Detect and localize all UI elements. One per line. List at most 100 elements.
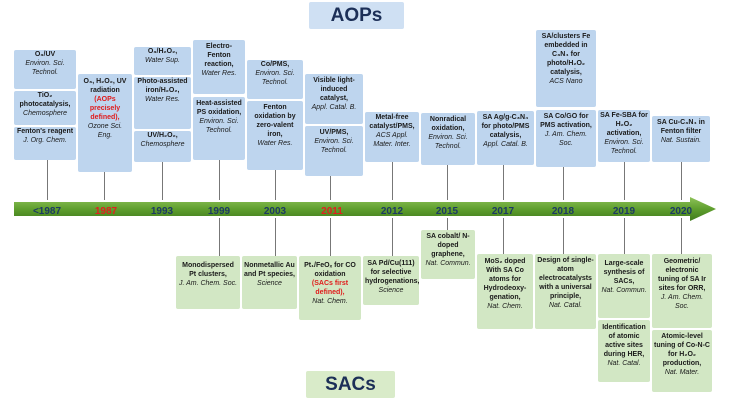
event-journal: Appl. Catal. B.: [483, 140, 528, 148]
event-journal: Environ. Sci. Technol.: [199, 117, 239, 134]
event-title: Fenton's reagent: [16, 128, 74, 135]
sac-event-box: Nonmetallic Au and Pt species, Science: [242, 256, 297, 309]
event-journal: J. Am. Chem. Soc.: [660, 293, 704, 310]
aop-event-box: Fenton oxidation by zero-valent iron, Wa…: [247, 101, 303, 170]
aop-event-box: UV/PMS, Environ. Sci. Technol.: [305, 126, 363, 176]
event-title: Atomic-level tuning of Co-N-C for H₂O₂ p…: [654, 333, 710, 367]
aop-event-box: Photo-assisted iron/H₂O₂, Water Res.: [134, 77, 191, 129]
connector-line: [219, 160, 220, 200]
aop-event-box: Nonradical oxidation, Environ. Sci. Tech…: [421, 113, 475, 165]
event-title: Nonmetallic Au and Pt species,: [244, 262, 295, 278]
aop-event-box: SA/clusters Fe embedded in C₃N₄ for phot…: [536, 30, 596, 107]
event-title: O₃/H₂O₂,: [147, 48, 178, 55]
event-title: Monodispersed Pt clusters,: [182, 262, 234, 278]
event-title: SA Fe-SBA for H₂O₂ activation,: [600, 112, 648, 137]
sac-event-box: MoS₂ doped With SA Co atoms for Hydrodeo…: [477, 254, 533, 329]
event-title: Geometric/ electronic tuning of SA Ir si…: [658, 258, 706, 292]
connector-line: [275, 218, 276, 256]
connector-line: [447, 165, 448, 200]
connector-line: [330, 176, 331, 200]
connector-line: [624, 218, 625, 254]
aop-event-box: Electro-Fenton reaction, Water Res.: [193, 40, 245, 94]
sac-event-box: Geometric/ electronic tuning of SA Ir si…: [652, 254, 712, 328]
event-journal: Nat. Chem.: [487, 302, 523, 310]
event-journal: Nat. Chem.: [312, 297, 348, 305]
aop-event-box: Metal-free catalyst/PMS, ACS Appl. Mater…: [365, 112, 419, 162]
event-journal: J. Org. Chem.: [23, 136, 67, 144]
connector-line: [503, 218, 504, 254]
connector-line: [392, 218, 393, 256]
year-label: 2015: [435, 206, 459, 217]
event-journal: Nat. Catal.: [607, 359, 641, 367]
event-journal: Science: [257, 279, 282, 287]
event-journal: Water Res.: [145, 95, 180, 103]
event-journal: Environ. Sci. Technol.: [255, 69, 295, 86]
sac-event-box: Pt₁/FeOₓ for CO oxidation (SACs first de…: [299, 256, 361, 320]
event-title: Large-scale synthesis of SACs,: [603, 260, 645, 285]
event-journal: Appl. Catal. B.: [311, 103, 357, 111]
connector-line: [104, 172, 105, 200]
event-journal: Nat. Catal.: [548, 301, 583, 309]
sac-event-box: Large-scale synthesis of SACs, Nat. Comm…: [598, 254, 650, 318]
sac-event-box: Design of single-atom electrocatalysts w…: [535, 254, 596, 329]
year-label: 2018: [551, 206, 575, 217]
aop-event-box: SA Fe-SBA for H₂O₂ activation, Environ. …: [598, 110, 650, 162]
timeline-arrow: [14, 197, 716, 221]
year-label: 1993: [150, 206, 174, 217]
connector-line: [275, 170, 276, 200]
connector-line: [681, 218, 682, 254]
aop-event-box: UV/H₂O₂, Chemosphere: [134, 131, 191, 162]
event-title: Pt₁/FeOₓ for CO oxidation: [304, 262, 356, 278]
sacs-header: SACs: [306, 371, 395, 398]
aops-header: AOPs: [309, 2, 404, 29]
event-title: Co/PMS,: [260, 61, 290, 68]
connector-line: [503, 165, 504, 200]
connector-line: [330, 218, 331, 256]
event-journal: Nat. Commun.: [601, 286, 647, 294]
year-label: 2012: [380, 206, 404, 217]
aop-event-box: O₃, H₂O₂, UV radiation (AOPs precisely d…: [78, 74, 132, 172]
event-journal: Environ. Sci. Technol.: [25, 59, 65, 76]
event-journal: J. Am. Chem. Soc.: [178, 279, 238, 287]
event-title: Fenton oxidation by zero-valent iron,: [254, 104, 296, 138]
event-note: (AOPs precisely defined),: [89, 95, 121, 121]
year-label: 2003: [263, 206, 287, 217]
event-title: MoS₂ doped With SA Co atoms for Hydrodeo…: [483, 258, 527, 301]
year-label-highlight: 1987: [94, 206, 118, 217]
event-note: (SACs first defined),: [311, 279, 349, 296]
connector-line: [47, 160, 48, 200]
year-label: <1987: [32, 206, 62, 217]
event-journal: Environ. Sci. Technol.: [604, 138, 644, 155]
year-label: 2017: [491, 206, 515, 217]
event-title: UV/PMS,: [319, 129, 349, 136]
event-title: Design of single-atom electrocatalysts w…: [537, 257, 594, 300]
sac-event-box: Monodispersed Pt clusters, J. Am. Chem. …: [176, 256, 240, 309]
sac-event-box: SA cobalt/ N-doped graphene, Nat. Commun…: [421, 230, 475, 279]
connector-line: [447, 218, 448, 230]
event-journal: J. Am. Chem. Soc.: [544, 130, 588, 147]
event-journal: Water Res.: [257, 139, 293, 147]
event-title: Metal-free catalyst/PMS,: [369, 114, 415, 130]
event-title: Identification of atomic active sites du…: [602, 324, 646, 358]
aop-event-box: SA Co/GO for PMS activation, J. Am. Chem…: [536, 110, 596, 167]
sac-event-box: Atomic-level tuning of Co-N-C for H₂O₂ p…: [652, 330, 712, 392]
year-label: 2019: [612, 206, 636, 217]
aop-event-box: TiO₂ photocatalysis, Chemosphere: [14, 91, 76, 125]
event-title: SA/clusters Fe embedded in C₃N₄ for phot…: [541, 33, 591, 76]
event-journal: Water Sup.: [145, 56, 180, 64]
year-label: 1999: [207, 206, 231, 217]
event-journal: Nat. Mater.: [664, 368, 700, 376]
event-title: O₃, H₂O₂, UV radiation: [83, 78, 127, 94]
connector-line: [392, 162, 393, 200]
aop-event-box: Fenton's reagent J. Org. Chem.: [14, 127, 76, 160]
event-title: Electro-Fenton reaction,: [204, 43, 234, 68]
event-journal: Water Res.: [201, 69, 237, 77]
aop-event-box: O₃/UV Environ. Sci. Technol.: [14, 50, 76, 89]
aop-event-box: Heat-assisted PS oxidation, Environ. Sci…: [193, 97, 245, 160]
event-title: Nonradical oxidation,: [429, 116, 467, 132]
aop-event-box: Visible light-induced catalyst, Appl. Ca…: [305, 74, 363, 124]
aop-event-box: SA Cu-C₃N₄ in Fenton filter Nat. Sustain…: [652, 116, 710, 162]
event-title: SA Pd/Cu(111) for selective hydrogenatio…: [365, 260, 419, 285]
sac-event-box: SA Pd/Cu(111) for selective hydrogenatio…: [363, 256, 419, 305]
event-title: SA cobalt/ N-doped graphene,: [426, 233, 470, 258]
